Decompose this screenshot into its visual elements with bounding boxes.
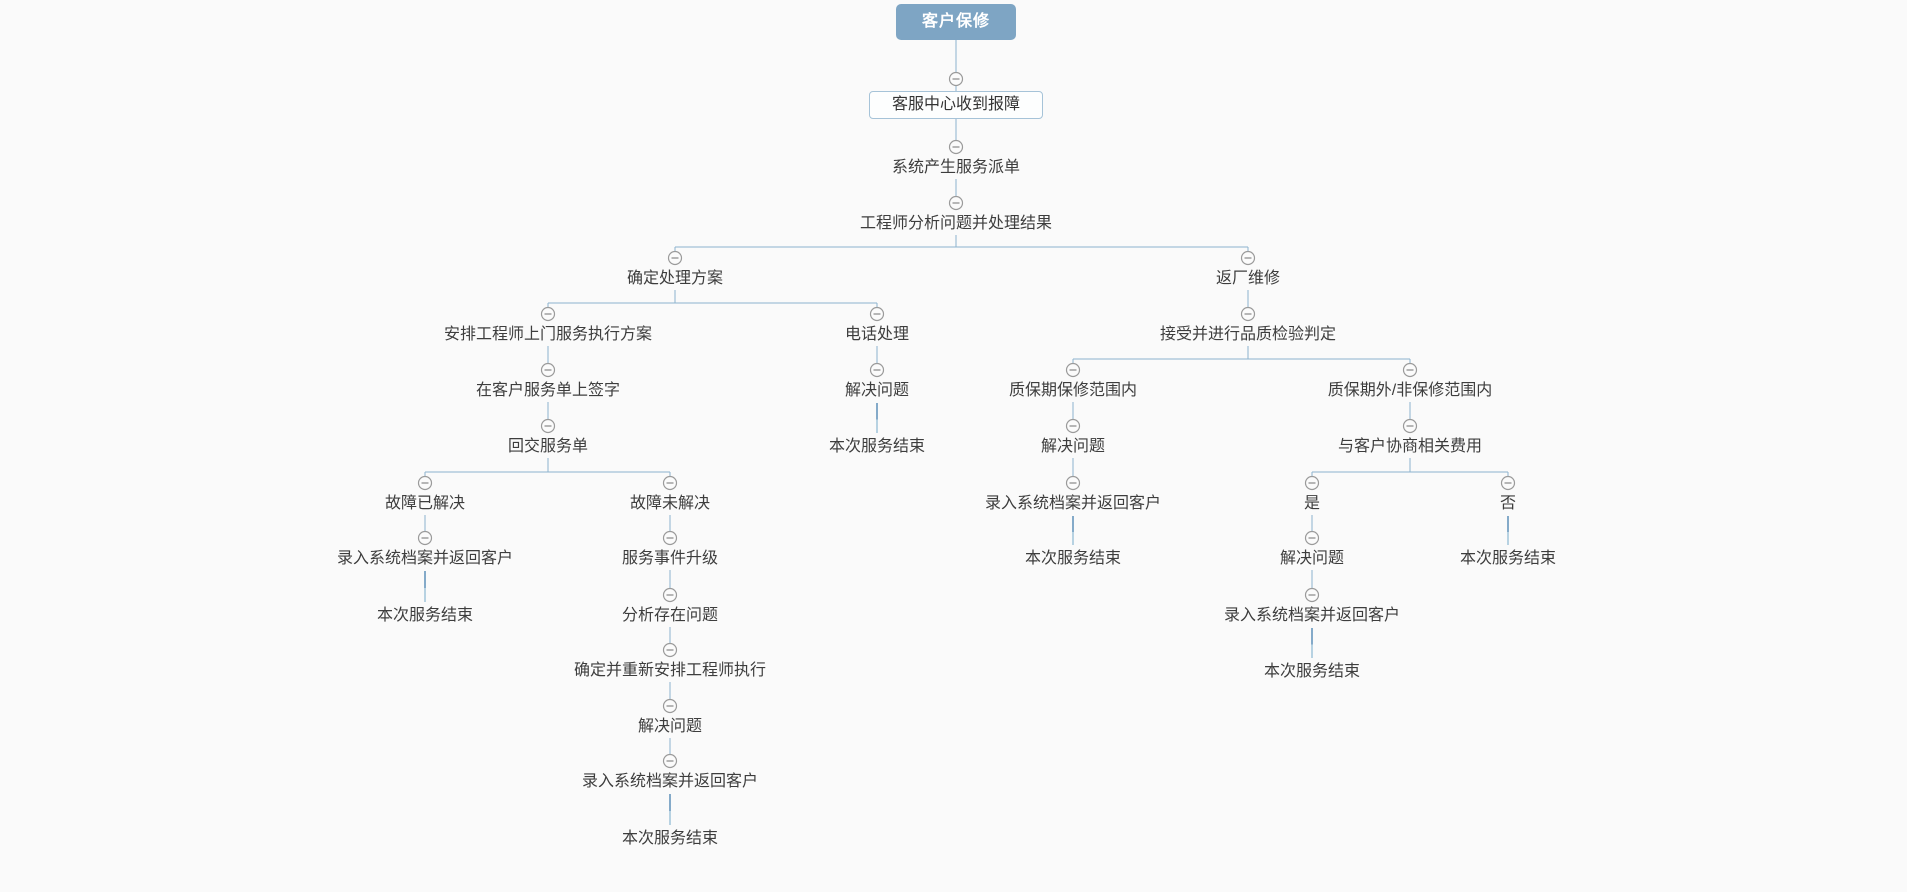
node-archive-and-return-unresolved[interactable]: 录入系统档案并返回客户 <box>581 773 759 790</box>
minus-circle-icon[interactable] <box>1304 587 1320 603</box>
node-quality-inspection[interactable]: 接受并进行品质检验判定 <box>1159 326 1337 343</box>
minus-circle-icon[interactable] <box>662 698 678 714</box>
node-archive-and-return-warranty[interactable]: 录入系统档案并返回客户 <box>984 495 1162 512</box>
minus-circle-icon[interactable] <box>948 71 964 87</box>
node-archive-and-return-resolved[interactable]: 录入系统档案并返回客户 <box>336 550 514 567</box>
node-sign-service-form[interactable]: 在客户服务单上签字 <box>475 382 621 399</box>
node-fault-resolved[interactable]: 故障已解决 <box>384 495 466 512</box>
minus-circle-icon[interactable] <box>1304 475 1320 491</box>
minus-circle-icon[interactable] <box>417 475 433 491</box>
node-service-end-yes[interactable]: 本次服务结束 <box>1263 663 1361 680</box>
minus-circle-icon[interactable] <box>662 475 678 491</box>
node-service-end-warranty[interactable]: 本次服务结束 <box>1024 550 1122 567</box>
minus-circle-icon[interactable] <box>869 306 885 322</box>
node-negotiate-fees[interactable]: 与客户协商相关费用 <box>1337 438 1483 455</box>
node-arrange-onsite-service[interactable]: 安排工程师上门服务执行方案 <box>443 326 653 343</box>
minus-circle-icon[interactable] <box>948 195 964 211</box>
node-service-end-phone[interactable]: 本次服务结束 <box>828 438 926 455</box>
minus-circle-icon[interactable] <box>1500 475 1516 491</box>
minus-circle-icon[interactable] <box>1402 362 1418 378</box>
node-archive-and-return-yes[interactable]: 录入系统档案并返回客户 <box>1223 607 1401 624</box>
minus-circle-icon[interactable] <box>662 753 678 769</box>
node-determine-solution[interactable]: 确定处理方案 <box>626 270 724 287</box>
node-solve-problem-yes[interactable]: 解决问题 <box>1279 550 1345 567</box>
minus-circle-icon[interactable] <box>1240 250 1256 266</box>
node-customer-warranty[interactable]: 客户保修 <box>895 4 1017 40</box>
node-service-end-unresolved[interactable]: 本次服务结束 <box>621 830 719 847</box>
minus-circle-icon[interactable] <box>667 250 683 266</box>
node-return-service-form[interactable]: 回交服务单 <box>507 438 589 455</box>
node-service-center-receive-fault[interactable]: 客服中心收到报障 <box>868 91 1044 119</box>
node-service-event-escalation[interactable]: 服务事件升级 <box>621 550 719 567</box>
node-fault-unresolved[interactable]: 故障未解决 <box>629 495 711 512</box>
minus-circle-icon[interactable] <box>948 139 964 155</box>
minus-circle-icon[interactable] <box>540 306 556 322</box>
node-factory-repair[interactable]: 返厂维修 <box>1215 270 1281 287</box>
minus-circle-icon[interactable] <box>1402 418 1418 434</box>
minus-circle-icon[interactable] <box>869 362 885 378</box>
node-phone-handling[interactable]: 电话处理 <box>844 326 910 343</box>
minus-circle-icon[interactable] <box>540 418 556 434</box>
minus-circle-icon[interactable] <box>662 587 678 603</box>
node-service-end-resolved[interactable]: 本次服务结束 <box>376 607 474 624</box>
minus-circle-icon[interactable] <box>417 530 433 546</box>
node-in-warranty-scope[interactable]: 质保期保修范围内 <box>1008 382 1138 399</box>
minus-circle-icon[interactable] <box>1065 418 1081 434</box>
minus-circle-icon[interactable] <box>1065 475 1081 491</box>
minus-circle-icon[interactable] <box>1304 530 1320 546</box>
node-reassign-engineer[interactable]: 确定并重新安排工程师执行 <box>573 662 767 679</box>
minus-circle-icon[interactable] <box>662 530 678 546</box>
minus-circle-icon[interactable] <box>1240 306 1256 322</box>
node-answer-yes[interactable]: 是 <box>1303 495 1321 512</box>
node-analyze-existing-issues[interactable]: 分析存在问题 <box>621 607 719 624</box>
node-solve-problem-phone[interactable]: 解决问题 <box>844 382 910 399</box>
node-out-of-warranty-scope[interactable]: 质保期外/非保修范围内 <box>1327 382 1493 399</box>
minus-circle-icon[interactable] <box>540 362 556 378</box>
node-answer-no[interactable]: 否 <box>1499 495 1517 512</box>
minus-circle-icon[interactable] <box>662 642 678 658</box>
node-solve-problem-warranty[interactable]: 解决问题 <box>1040 438 1106 455</box>
node-engineer-analyze-result[interactable]: 工程师分析问题并处理结果 <box>859 215 1053 232</box>
node-system-generate-dispatch[interactable]: 系统产生服务派单 <box>891 159 1021 176</box>
node-service-end-no[interactable]: 本次服务结束 <box>1459 550 1557 567</box>
minus-circle-icon[interactable] <box>1065 362 1081 378</box>
node-solve-problem-unresolved[interactable]: 解决问题 <box>637 718 703 735</box>
